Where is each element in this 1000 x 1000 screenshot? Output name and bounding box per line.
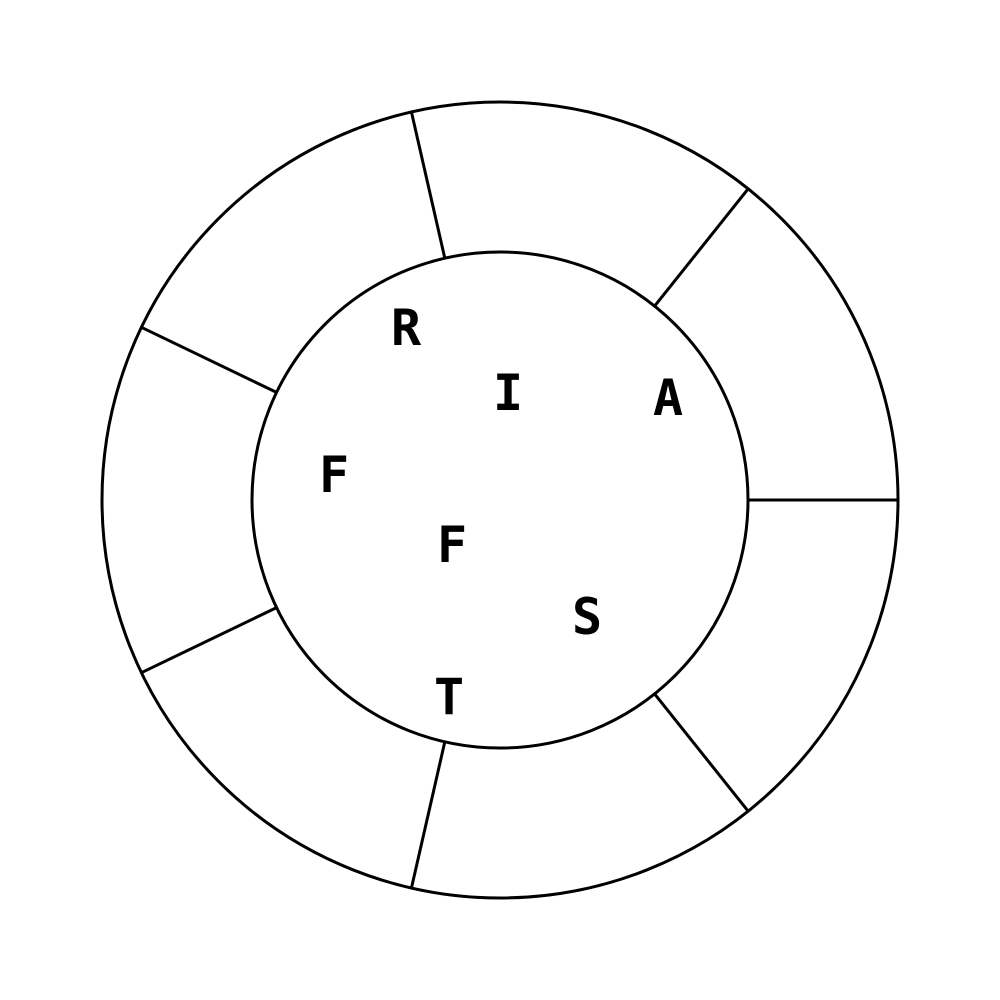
letter-i: I (493, 364, 523, 422)
segment-divider (140, 325, 278, 394)
letter-a: A (653, 369, 683, 427)
letter-t: T (434, 668, 464, 726)
segment-divider (409, 741, 447, 889)
segment-divider (653, 187, 750, 308)
segment-divider (140, 606, 278, 675)
segment-divider (653, 692, 750, 813)
segment-divider (409, 111, 447, 259)
letter-f-center: F (437, 516, 467, 574)
letter-f-left: F (319, 446, 349, 504)
segment-dividers (140, 111, 898, 889)
letter-s: S (572, 588, 602, 646)
letter-r: R (391, 299, 422, 357)
